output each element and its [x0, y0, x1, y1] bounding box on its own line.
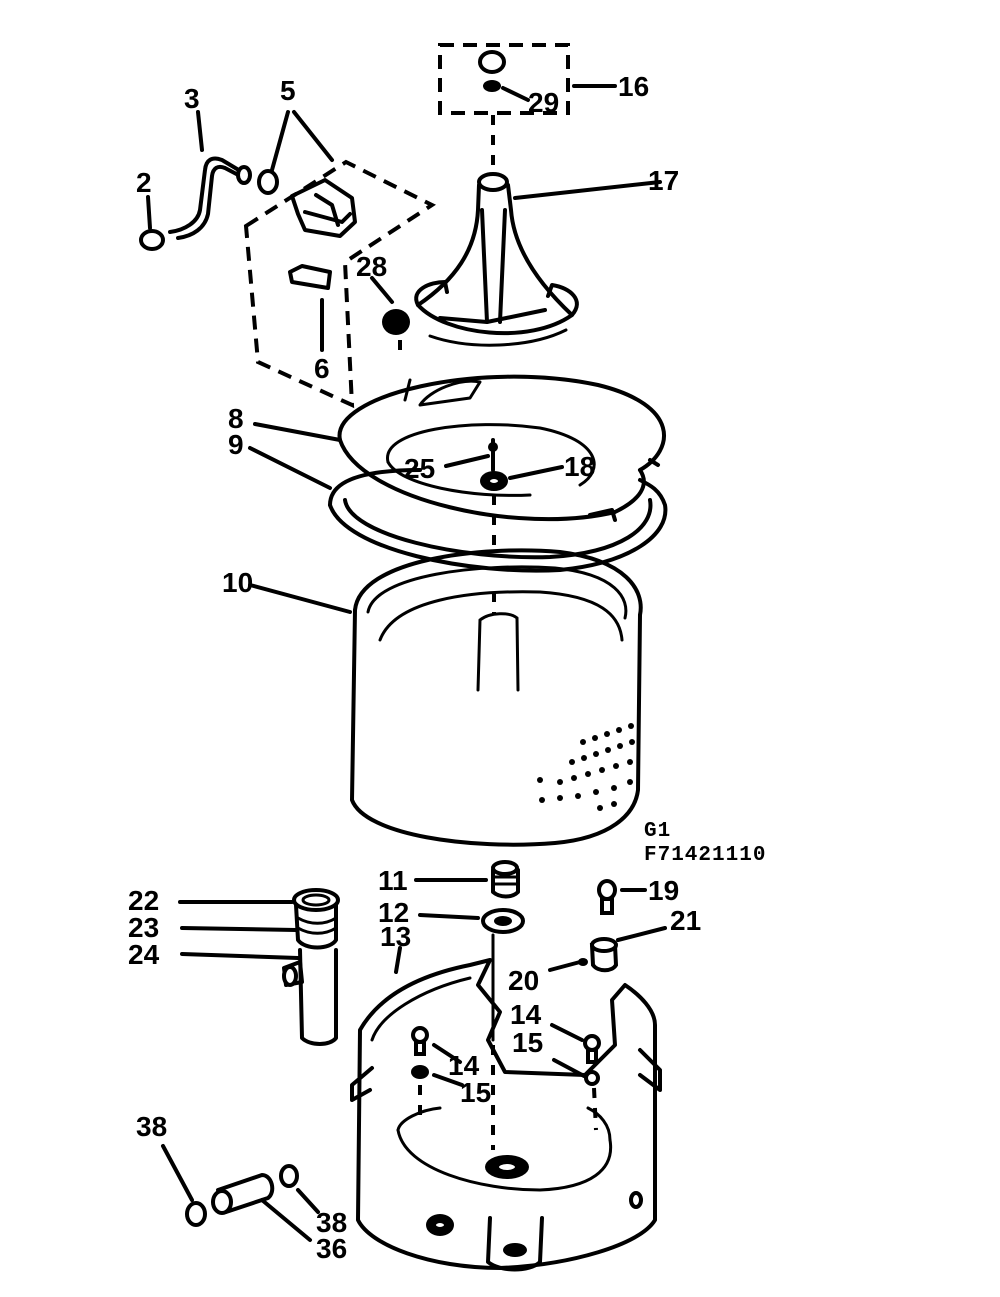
drawing-code-line-1: G1	[644, 820, 671, 843]
label-38a: 38	[136, 1111, 167, 1142]
part-11-spring	[414, 860, 520, 899]
part-19-pin	[597, 879, 647, 915]
part-16-cap-assembly	[438, 43, 617, 170]
part-9-ring	[328, 468, 668, 573]
part-15-washer-left	[411, 1065, 464, 1087]
part-12-seal	[418, 908, 525, 1042]
label-22: 22	[128, 885, 159, 916]
part-21-valve	[548, 926, 667, 973]
label-15a: 15	[460, 1077, 491, 1108]
label-2: 2	[136, 167, 152, 198]
part-15-washer-right	[552, 1058, 600, 1131]
label-28: 28	[356, 251, 387, 282]
part-14-screw-right	[550, 1023, 601, 1064]
drawing-code-line-2: F71421110	[644, 844, 766, 867]
label-36: 36	[316, 1233, 347, 1264]
part-38-clamp-left	[161, 1144, 207, 1227]
label-12: 12	[378, 897, 409, 928]
leader-lines	[146, 110, 564, 614]
label-5: 5	[280, 75, 296, 106]
label-17: 17	[648, 165, 679, 196]
label-14a: 14	[448, 1050, 480, 1081]
label-11: 11	[378, 865, 408, 896]
label-15b: 15	[512, 1027, 543, 1058]
label-38b: 38	[316, 1207, 347, 1238]
label-25: 25	[404, 453, 435, 484]
label-8: 8	[228, 403, 244, 434]
part-28-knob	[370, 276, 410, 352]
label-19: 19	[648, 875, 679, 906]
label-14b: 14	[510, 999, 542, 1030]
label-24: 24	[128, 939, 160, 970]
label-3: 3	[184, 83, 200, 114]
part-labels: 2 3 5 6 8 9 10 11 12 13 14 14 15 15 16 1…	[128, 71, 701, 1264]
label-21: 21	[670, 905, 701, 936]
part-3-hose	[139, 156, 252, 251]
part-36-drain-hose	[211, 1173, 312, 1242]
part-10-spin-basket	[350, 548, 643, 847]
label-18: 18	[564, 451, 595, 482]
part-38-clamp-right	[279, 1164, 320, 1214]
part-13-outer-tub	[350, 946, 662, 1272]
label-13: 13	[380, 921, 411, 952]
part-17-agitator	[414, 172, 662, 347]
part-14-screw-left	[411, 1026, 462, 1120]
label-29: 29	[528, 87, 559, 118]
label-6: 6	[314, 353, 330, 384]
label-16: 16	[618, 71, 649, 102]
label-20: 20	[508, 965, 539, 996]
part-22-outlet-pipe	[178, 888, 340, 1046]
part-8-tub-cover	[337, 374, 666, 522]
label-9: 9	[228, 429, 244, 460]
label-10: 10	[222, 567, 253, 598]
drawing-code: G1 F71421110	[644, 820, 766, 867]
part-5-dispenser	[243, 159, 437, 409]
label-23: 23	[128, 912, 159, 943]
